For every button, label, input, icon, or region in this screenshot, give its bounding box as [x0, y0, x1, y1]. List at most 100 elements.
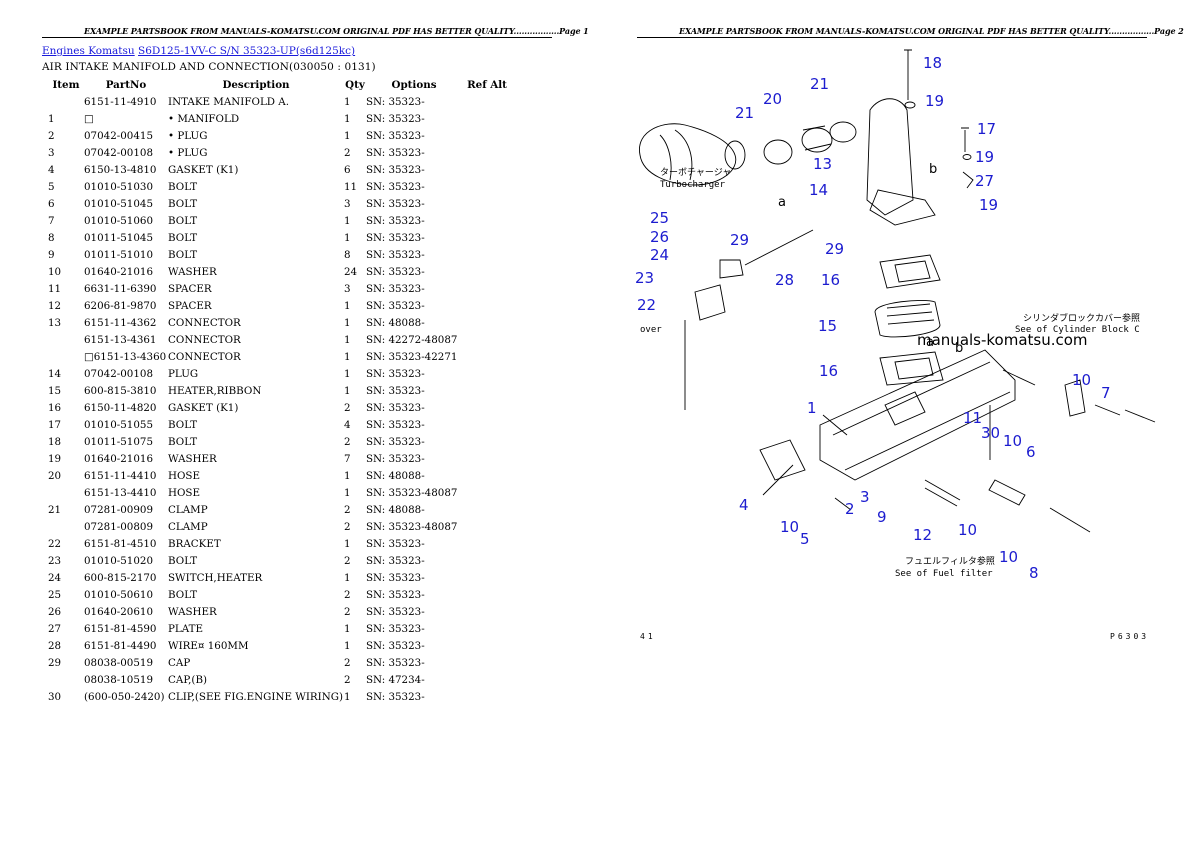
- cell-description: BOLT: [168, 214, 198, 227]
- cell-item: 5: [48, 180, 55, 193]
- cell-item: 6: [48, 197, 55, 210]
- cell-description: BRACKET: [168, 537, 221, 550]
- cell-item: 18: [48, 435, 62, 448]
- cell-partno: 01011-51075: [84, 435, 153, 448]
- cell-ref-alt: [462, 246, 512, 263]
- reference-letter: a: [778, 195, 786, 210]
- cell-description: BOLT: [168, 588, 198, 601]
- cell-ref-alt: [462, 569, 512, 586]
- cell-description: SPACER: [168, 299, 212, 312]
- cell-item: 3: [48, 146, 55, 159]
- callout-number: 6: [1026, 443, 1036, 461]
- cell-description: BOLT: [168, 197, 198, 210]
- cell-partno: 6206-81-9870: [84, 299, 157, 312]
- cell-partno: 07042-00108: [84, 146, 153, 159]
- cell-item: 7: [48, 214, 55, 227]
- cell-ref-alt: [462, 110, 512, 127]
- cell-partno: 600-815-2170: [84, 571, 157, 584]
- cell-item: 26: [48, 605, 62, 618]
- cell-ref-alt: [462, 518, 512, 535]
- cell-ref-alt: [462, 433, 512, 450]
- callout-number: 10: [999, 548, 1018, 566]
- fuel-filter-label: See of Fuel filter: [895, 569, 993, 579]
- cell-item: 30: [48, 690, 62, 703]
- callout-number: 15: [818, 317, 837, 335]
- cell-options: SN: 47234-: [366, 673, 425, 686]
- cell-item: 19: [48, 452, 62, 465]
- cell-ref-alt: [462, 212, 512, 229]
- callout-number: 18: [923, 54, 942, 72]
- cell-partno: (600-050-2420): [84, 690, 165, 703]
- cell-description: PLATE: [168, 622, 204, 635]
- cell-options: SN: 35323-: [366, 282, 425, 295]
- cell-description: CLAMP: [168, 520, 208, 533]
- cell-item: 25: [48, 588, 62, 601]
- cell-description: CONNECTOR: [168, 350, 241, 363]
- cell-ref-alt: [462, 586, 512, 603]
- cell-qty: 2: [344, 520, 351, 533]
- cell-partno: 6151-81-4510: [84, 537, 157, 550]
- cell-description: WASHER: [168, 265, 217, 278]
- breadcrumb-link-engines[interactable]: Engines Komatsu: [42, 45, 135, 57]
- cell-partno: □: [84, 112, 94, 125]
- reference-letter: a: [926, 335, 934, 350]
- cell-partno: 6151-11-4410: [84, 469, 157, 482]
- cell-qty: 1: [344, 622, 351, 635]
- cell-description: INTAKE MANIFOLD A.: [168, 95, 290, 108]
- cell-ref-alt: [462, 229, 512, 246]
- table-row: 30(600-050-2420)CLIP,(SEE FIG.ENGINE WIR…: [42, 688, 512, 705]
- cell-qty: 6: [344, 163, 351, 176]
- cell-partno: 6150-13-4810: [84, 163, 157, 176]
- cell-ref-alt: [462, 331, 512, 348]
- col-header-description: Description: [222, 78, 290, 91]
- cell-options: SN: 35323-: [366, 367, 425, 380]
- callout-number: 10: [1003, 432, 1022, 450]
- turbocharger-jp-label: ターボチャージャ: [660, 167, 731, 178]
- reference-letter: b: [955, 341, 963, 356]
- cell-partno: 07281-00909: [84, 503, 153, 516]
- cell-description: • PLUG: [168, 129, 208, 142]
- cell-item: 4: [48, 163, 55, 176]
- cell-qty: 1: [344, 333, 351, 346]
- cell-item: [42, 93, 84, 110]
- cell-options: SN: 35323-: [366, 554, 425, 567]
- cell-partno: 6151-13-4410: [84, 486, 157, 499]
- cell-options: SN: 35323-: [366, 605, 425, 618]
- cell-options: SN: 35323-: [366, 588, 425, 601]
- cell-partno: 07281-00809: [84, 520, 153, 533]
- cell-ref-alt: [462, 297, 512, 314]
- cell-ref-alt: [462, 161, 512, 178]
- cell-partno: 01640-21016: [84, 265, 153, 278]
- cell-description: HOSE: [168, 486, 200, 499]
- cell-options: SN: 35323-: [366, 146, 425, 159]
- col-header-qty: Qty: [345, 78, 365, 91]
- cell-qty: 1: [344, 316, 351, 329]
- cell-options: SN: 35323-48087: [366, 520, 458, 533]
- cell-item: 1: [48, 112, 55, 125]
- watermark: manuals-komatsu.com: [917, 331, 1088, 349]
- breadcrumb-link-model[interactable]: S6D125-1VV-C S/N 35323-UP(s6d125kc): [138, 45, 356, 57]
- cell-qty: 2: [344, 656, 351, 669]
- cell-options: SN: 35323-: [366, 571, 425, 584]
- cell-description: CONNECTOR: [168, 316, 241, 329]
- cell-qty: 1: [344, 231, 351, 244]
- cell-qty: 1: [344, 537, 351, 550]
- callout-number: 23: [635, 269, 654, 287]
- cell-item: 22: [48, 537, 62, 550]
- cell-qty: 1: [344, 639, 351, 652]
- cell-options: SN: 35323-: [366, 639, 425, 652]
- cell-qty: 1: [344, 350, 351, 363]
- cell-item: 10: [48, 265, 62, 278]
